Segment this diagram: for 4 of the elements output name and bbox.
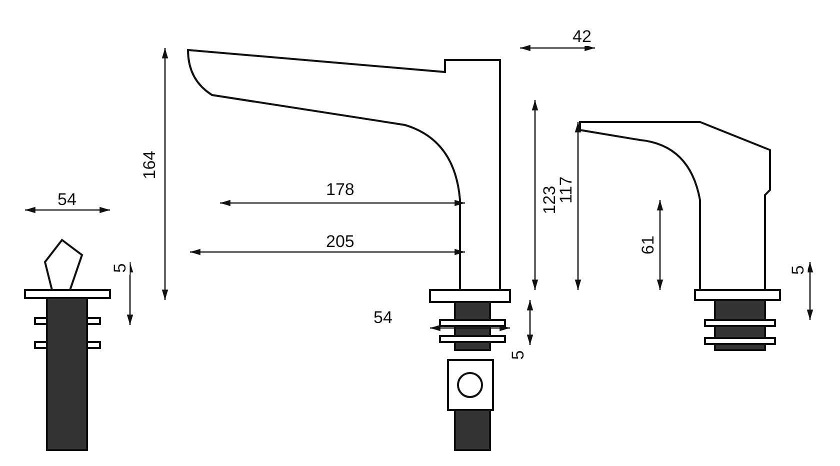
dimension-label: 61 (638, 234, 657, 256)
dimension-label: 5 (789, 263, 808, 277)
dimension-label: 5 (111, 261, 130, 275)
dimension-label: 42 (570, 28, 594, 46)
